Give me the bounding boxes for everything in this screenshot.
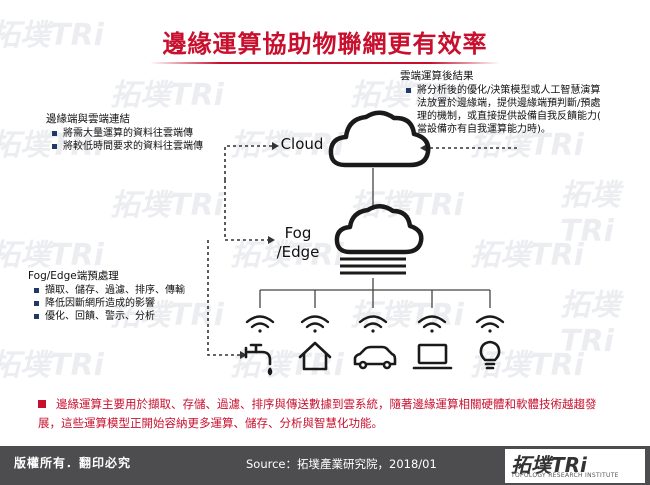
watermark: 拓墣TRi <box>350 298 464 333</box>
annotation-heading: Fog/Edge端預處理 <box>28 270 119 282</box>
annotation-line: 理的機制，或直接提供設備自我反饋能力( <box>417 111 601 122</box>
bullet-square <box>34 314 39 319</box>
watermark: 拓墣TRi <box>230 128 344 163</box>
annotation-bullet: 優化、回饋、警示、分析 <box>28 310 218 323</box>
annotation-bullet: 將較低時間要求的資料往雲端傳 <box>46 140 246 153</box>
bullet-text: 擷取、儲存、過濾、排序、傳輸 <box>45 285 185 296</box>
watermark: 拓墣TRi <box>470 238 584 273</box>
watermark: 拓墣TRi <box>560 178 620 249</box>
annotation-heading: 邊緣端與雲端連結 <box>46 113 130 125</box>
watermark: 拓墣TRi <box>470 348 584 383</box>
watermark: 拓墣TRi <box>110 78 224 113</box>
edge-cloud-annotation: 邊緣端與雲端連結 將需大量運算的資料往雲端傳 將較低時間要求的資料往雲端傳 <box>46 113 246 153</box>
bullet-square <box>38 400 46 408</box>
watermark: 拓墣TRi <box>350 78 464 113</box>
watermark: 拓墣TRi <box>110 298 224 333</box>
footer-bar: 版權所有．翻印必究 Source：拓墣產業研究院，2018/01 拓墣TRi T… <box>0 446 650 485</box>
title-underline <box>150 62 500 64</box>
cloud-icon <box>328 110 431 168</box>
annotation-line: 將分析後的優化/決策模型或人工智慧演算 <box>417 85 601 96</box>
watermark: 拓墣TRi <box>470 128 584 163</box>
car-icon <box>353 345 397 370</box>
annotation-bullet: 將需大量運算的資料往雲端傳 <box>46 127 246 140</box>
copyright-text: 版權所有．翻印必究 <box>14 456 132 470</box>
watermark: 拓墣TRi <box>0 348 104 383</box>
watermark: 拓墣TRi <box>0 128 104 163</box>
watermark: 拓墣TRi <box>0 18 104 53</box>
fog-label-line: Fog <box>284 224 312 242</box>
watermark: 拓墣TRi <box>0 238 104 273</box>
house-icon <box>298 341 332 371</box>
bullet-text: 將較低時間要求的資料往雲端傳 <box>63 141 203 152</box>
logo-subtitle: TOPOLOGY RESEARCH INSTITUTE <box>511 472 619 479</box>
slide-title: 邊緣運算協助物聯網更有效率 <box>162 29 488 58</box>
lightbulb-icon <box>479 340 501 370</box>
arrow-head <box>272 142 279 150</box>
dashed-connector <box>224 180 268 241</box>
laptop-icon <box>412 343 453 370</box>
bullet-square <box>52 144 57 149</box>
cloud-result-annotation: 雲端運算後結果 將分析後的優化/決策模型或人工智慧演算 法放置於邊緣端，提供邊緣… <box>400 70 640 136</box>
bullet-text: 將需大量運算的資料往雲端傳 <box>63 128 193 139</box>
dashed-connector <box>207 240 240 356</box>
cloud-label: Cloud <box>280 135 324 153</box>
annotation-heading: 雲端運算後結果 <box>400 70 474 82</box>
bullet-square <box>34 301 39 306</box>
faucet-icon <box>244 343 273 376</box>
annotation-line: 法放置於邊緣端，提供邊緣端預判斷/預處 <box>417 98 601 109</box>
bullet-square <box>34 288 39 293</box>
description-text: 邊緣運算主要用於擷取、存儲、過濾、排序與傳送數據到雲系統，隨著邊緣運算相關硬體和… <box>38 397 597 430</box>
wifi-icon <box>417 315 447 333</box>
watermark: 拓墣TRi <box>560 288 620 359</box>
wifi-icon <box>245 315 275 333</box>
bullet-square <box>52 131 57 136</box>
footer-logo: 拓墣TRi TOPOLOGY RESEARCH INSTITUTE <box>505 449 645 483</box>
description: 邊緣運算主要用於擷取、存儲、過濾、排序與傳送數據到雲系統，隨著邊緣運算相關硬體和… <box>38 395 618 433</box>
arrow-head <box>240 351 247 359</box>
annotation-bullet: 降低因斷網所造成的影響 <box>28 297 218 310</box>
fog-edge-icon <box>334 204 424 275</box>
annotation-bullet: 將分析後的優化/決策模型或人工智慧演算 法放置於邊緣端，提供邊緣端預判斷/預處 … <box>400 84 640 136</box>
annotation-paragraph: 將分析後的優化/決策模型或人工智慧演算 法放置於邊緣端，提供邊緣端預判斷/預處 … <box>417 84 601 136</box>
arrow-head <box>268 236 275 244</box>
wifi-icon <box>300 315 330 333</box>
arrow-head <box>420 144 427 152</box>
wifi-icon <box>475 315 505 333</box>
watermark: 拓墣TRi <box>110 188 224 223</box>
annotation-bullet: 擷取、儲存、過濾、排序、傳輸 <box>28 284 218 297</box>
bullet-text: 優化、回饋、警示、分析 <box>45 311 155 322</box>
edge-label-line: /Edge <box>276 243 320 261</box>
source-text: Source：拓墣產業研究院，2018/01 <box>246 457 437 471</box>
bullet-text: 降低因斷網所造成的影響 <box>45 298 155 309</box>
watermark: 拓墣TRi <box>230 238 344 273</box>
bullet-square <box>406 88 411 93</box>
logo-text: 拓墣TRi <box>511 453 587 477</box>
annotation-line: 當設備亦有自我運算能力時)。 <box>417 124 551 135</box>
fog-preprocess-annotation: Fog/Edge端預處理 擷取、儲存、過濾、排序、傳輸 降低因斷網所造成的影響 … <box>28 270 218 323</box>
wifi-icon <box>358 315 388 333</box>
fog-edge-label: Fog /Edge <box>272 224 324 262</box>
